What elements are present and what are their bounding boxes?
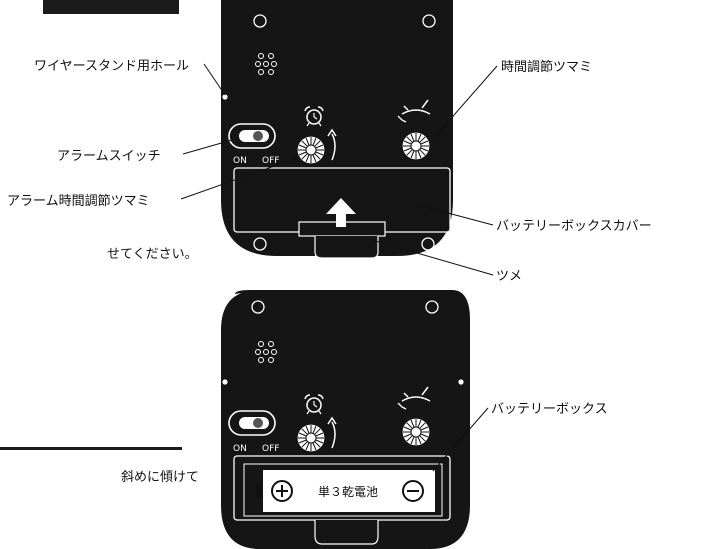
label-alarm-time-knob: アラーム時間調節ツマミ <box>7 194 150 209</box>
label-tab: ツメ <box>496 269 523 284</box>
label-battery-cover: バッテリーボックスカバー <box>496 219 652 234</box>
side-text-bottom: 斜めに傾けて <box>121 470 200 485</box>
label-battery-box: バッテリーボックス <box>491 402 608 417</box>
label-alarm-switch: アラームスイッチ <box>57 149 161 164</box>
switch-off-bottom: OFF <box>262 444 279 454</box>
switch-on-bottom: ON <box>233 444 247 454</box>
leader-lines <box>180 63 498 472</box>
label-time-adjust-knob: 時間調節ツマミ <box>501 60 593 75</box>
side-text-top: せてください。 <box>107 247 198 262</box>
switch-on-top: ON <box>233 156 247 166</box>
label-wire-stand-hole: ワイヤースタンド用ホール <box>34 59 189 74</box>
top-clock-body: ON OFF <box>221 0 464 259</box>
bottom-clock-body: ON OFF 単３乾電池 <box>221 290 470 549</box>
top-dark-bar <box>43 0 179 14</box>
battery-label: 単３乾電池 <box>318 485 378 499</box>
divider-rule <box>0 447 182 450</box>
switch-off-top: OFF <box>262 156 279 166</box>
